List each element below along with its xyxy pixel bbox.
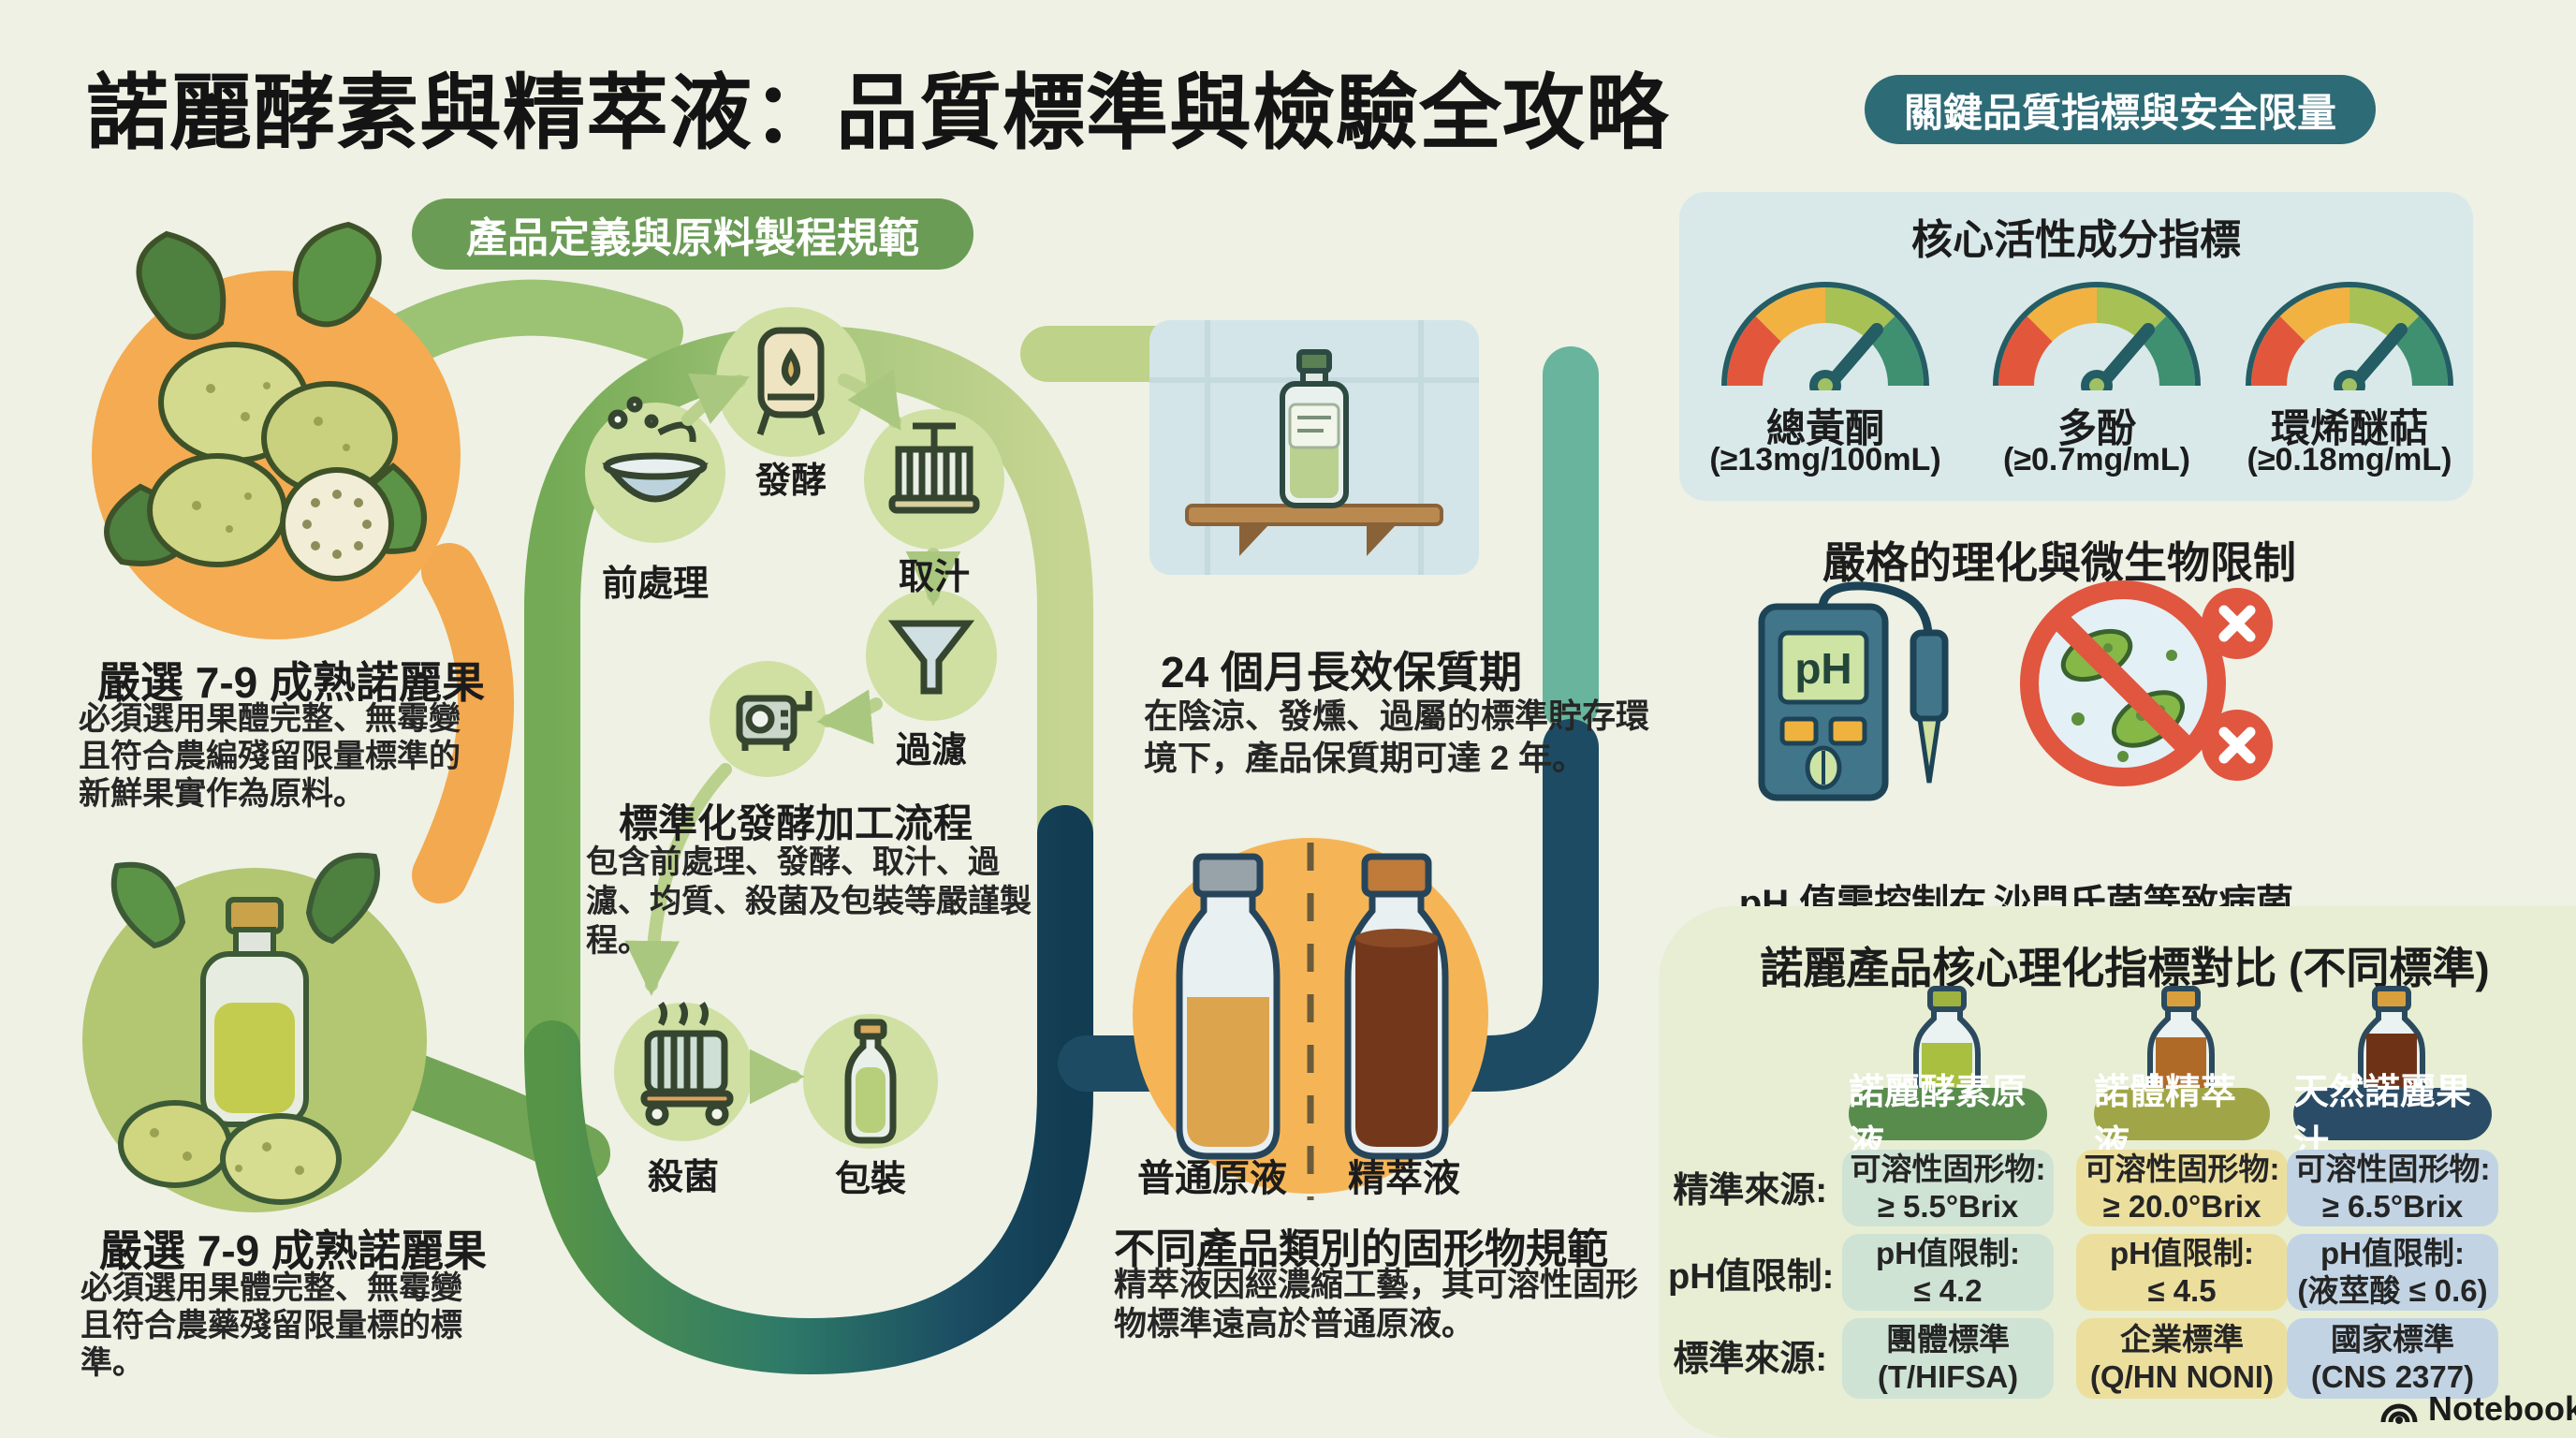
row-label-solids: 精準來源: <box>1673 1171 1827 1211</box>
bottle-extract <box>1344 853 1449 1160</box>
gauge-polyphenols <box>1993 282 2201 390</box>
cell-extract-solids: 可溶性固形物:≥ 20.0°Brix <box>2076 1150 2288 1226</box>
cell-enzyme-ph: pH值限制:≤ 4.2 <box>1842 1234 2054 1311</box>
bottle-label-ordinary: 普通原液 <box>1137 1158 1287 1199</box>
limits-heading: 嚴格的理化與微生物限制 <box>1822 538 2296 587</box>
gauge-label-3: 環烯醚萜 <box>2270 406 2428 450</box>
ph-screen-text: pH <box>1794 644 1852 693</box>
noni-bottle-illustration <box>82 852 427 1212</box>
step-label-fermentation: 發酵 <box>754 462 827 501</box>
row-label-standard: 標準來源: <box>1673 1340 1827 1379</box>
comparison-bottle-juice <box>2358 986 2425 1101</box>
x-badges <box>2202 588 2273 781</box>
cell-juice-standard: 國家標準(CNS 2377) <box>2287 1318 2498 1399</box>
step-label-pretreatment: 前處理 <box>601 565 709 604</box>
cell-juice-solids: 可溶性固形物:≥ 6.5°Brix <box>2287 1150 2498 1226</box>
filter-funnel-icon <box>866 590 997 721</box>
step-label-sterilization: 殺菌 <box>647 1158 719 1197</box>
ph-meter-icon: pH <box>1758 581 1949 801</box>
gauge-limit-3: (≥0.18mg/mL) <box>2247 442 2452 477</box>
flow-arrows <box>624 369 961 1105</box>
solids-bottles-illustration <box>1133 838 1488 1200</box>
selection-top-heading: 嚴選 7-9 成熟諾麗果 <box>97 658 486 707</box>
gauge-limit-2: (≥0.7mg/mL) <box>2002 442 2190 477</box>
flow-center-heading: 標準化發酵加工流程 <box>618 801 973 845</box>
cell-juice-ph: pH值限制:(液莖酸 ≤ 0.6) <box>2287 1234 2498 1311</box>
process-section-badge: 產品定義與原料製程規範 <box>412 198 973 270</box>
shelf-panel <box>1149 320 1479 575</box>
cell-extract-ph: pH值限制:≤ 4.5 <box>2076 1234 2288 1311</box>
bottle-label-extract: 精萃液 <box>1348 1158 1460 1199</box>
step-label-juicing: 取汁 <box>898 558 970 597</box>
wash-bowl-icon <box>585 396 725 543</box>
sterilizer-icon <box>614 1001 753 1141</box>
selection-bottom-heading: 嚴選 7-9 成熟諾麗果 <box>99 1226 488 1275</box>
comparison-heading: 諾麗產品核心理化指標對比 (不同標準) <box>1760 944 2490 992</box>
juice-press-icon <box>864 409 1004 550</box>
gauges-heading: 核心活性成分指標 <box>1911 217 2241 263</box>
gauges-panel <box>1679 192 2473 501</box>
shelf-life-body: 在陰涼、發燻、過屬的標準貯存環境下，產品保質期可達 2 年。 <box>1144 697 1650 777</box>
selection-bottom-body: 必須選用果體完整、無霉變且符合農藥殘留限量標的標準。 <box>80 1270 462 1381</box>
gauge-label-2: 多酚 <box>2056 406 2136 450</box>
page-title: 諾麗酵素與精萃液：品質標準與檢驗全攻略 <box>86 66 1670 159</box>
notebooklm-brand: NotebookLM <box>2378 1389 2576 1429</box>
flow-center-body: 包含前處理、發酵、取汁、過濾、均質、殺菌及包裝等嚴謹製程。 <box>586 844 1032 959</box>
shelf-bottle-illustration <box>1149 320 1479 575</box>
step-icons <box>585 307 1004 1149</box>
cell-extract-standard: 企業標準(Q/HN NONI) <box>2076 1318 2288 1399</box>
shelf-life-heading: 24 個月長效保質期 <box>1161 648 1522 697</box>
comparison-bottle-enzyme <box>1913 986 1981 1101</box>
row-label-ph: pH值限制: <box>1668 1257 1835 1297</box>
notebooklm-logo-icon <box>2380 1403 2418 1424</box>
column-pill-juice: 天然諾麗果汁 <box>2293 1073 2492 1164</box>
gauge-limit-1: (≥13mg/100mL) <box>1709 442 1941 477</box>
comparison-bottle-extract <box>2147 986 2215 1101</box>
gauge-label-1: 總黃酮 <box>1765 406 1884 450</box>
column-pill-enzyme: 諾麗酵素原液 <box>1849 1073 2047 1164</box>
cell-enzyme-solids: 可溶性固形物:≥ 5.5°Brix <box>1842 1150 2054 1226</box>
selection-top-body: 必須選用果醴完整、無霉變且符合農編殘留限量標準的新鮮果實作為原料。 <box>79 701 461 812</box>
step-label-packaging: 包裝 <box>834 1160 906 1199</box>
packaging-bottle-icon <box>803 1014 938 1149</box>
cell-enzyme-standard: 團體標準(T/HIFSA) <box>1842 1318 2054 1399</box>
no-bacteria-icon <box>2020 580 2273 786</box>
fermentation-tank-icon <box>716 307 866 457</box>
column-pill-extract: 諾體精萃液 <box>2094 1073 2270 1164</box>
bottle-ordinary <box>1176 853 1281 1160</box>
solids-body: 精萃液因經濃縮工藝，其可溶性固形物標準遠高於普通原液。 <box>1114 1267 1639 1343</box>
solids-heading: 不同產品類別的固形物規範 <box>1114 1226 1608 1272</box>
notebooklm-brand-text: NotebookLM <box>2428 1389 2576 1428</box>
step-label-filtering: 過濾 <box>895 731 967 770</box>
gauge-iridoids <box>2246 282 2453 390</box>
gauge-total-flavonoids <box>1721 282 1929 390</box>
key-indicators-badge: 關鍵品質指標與安全限量 <box>1865 75 2376 144</box>
noni-fruit-illustration <box>92 221 461 639</box>
homogenizer-pump-icon <box>710 661 826 777</box>
